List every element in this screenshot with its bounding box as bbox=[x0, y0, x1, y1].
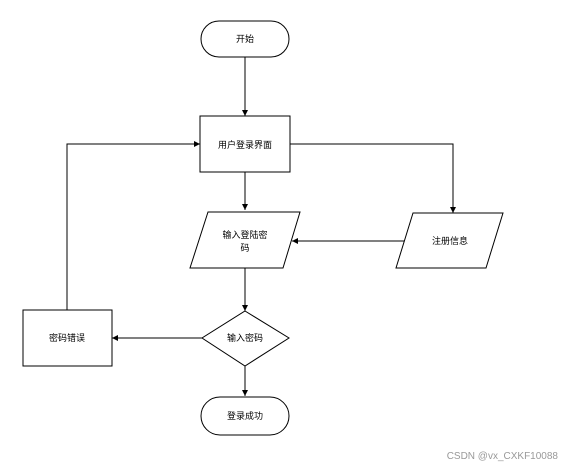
error-node[interactable]: 密码错误 bbox=[22, 309, 113, 367]
edges bbox=[66, 57, 456, 396]
register-node[interactable]: 注册信息 bbox=[395, 212, 504, 269]
input-password-label-line1: 输入登陆密 bbox=[222, 229, 267, 241]
edge-login-to-register bbox=[290, 143, 456, 213]
register-label: 注册信息 bbox=[432, 235, 468, 247]
input-password-node[interactable]: 输入登陆密 码 bbox=[189, 211, 301, 269]
watermark-text: CSDN @vx_CXKF10088 bbox=[446, 451, 558, 462]
check-password-node[interactable]: 输入密码 bbox=[201, 310, 290, 367]
success-node[interactable]: 登录成功 bbox=[200, 396, 290, 436]
login-ui-node[interactable]: 用户登录界面 bbox=[199, 115, 291, 173]
login-ui-label: 用户登录界面 bbox=[218, 139, 272, 151]
start-label: 开始 bbox=[236, 33, 254, 45]
check-password-label: 输入密码 bbox=[227, 332, 263, 344]
input-password-label-line2: 码 bbox=[240, 243, 249, 254]
success-label: 登录成功 bbox=[227, 410, 263, 422]
edge-error-to-login bbox=[66, 141, 200, 310]
error-label: 密码错误 bbox=[49, 332, 85, 344]
start-node[interactable]: 开始 bbox=[200, 20, 290, 58]
